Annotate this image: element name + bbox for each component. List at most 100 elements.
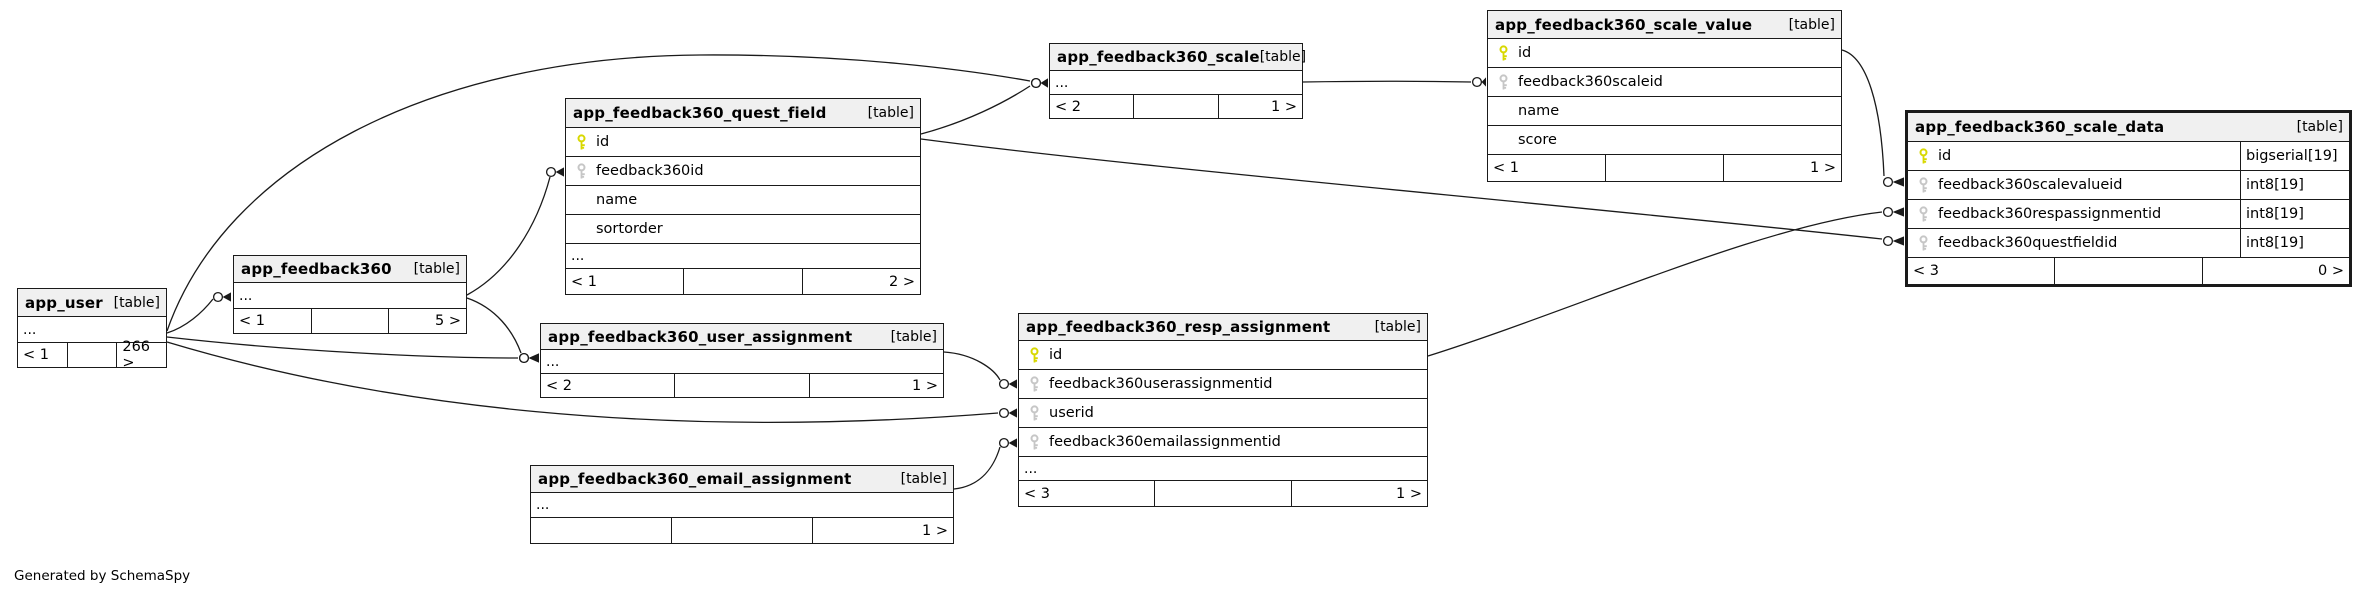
collapsed-columns-row: ... bbox=[566, 244, 920, 269]
table-header[interactable]: app_feedback360_quest_field [table] bbox=[566, 99, 920, 128]
column-row-name: name bbox=[1488, 97, 1841, 126]
table-footer: < 1 5 > bbox=[234, 309, 466, 333]
table-header[interactable]: app_feedback360 [table] bbox=[234, 256, 466, 283]
table-header[interactable]: app_user[table] bbox=[18, 289, 166, 317]
fk-endpoint-marker-app_feedback360 bbox=[212, 291, 231, 303]
table-header[interactable]: app_feedback360_scale_data[table] bbox=[1908, 113, 2349, 142]
table-resp_assignment[interactable]: app_feedback360_resp_assignment[table]id… bbox=[1018, 313, 1428, 507]
parents-count bbox=[531, 518, 671, 543]
parents-count: < 1 bbox=[571, 273, 597, 290]
parents-count: < 1 bbox=[23, 347, 49, 363]
footer-middle-cell bbox=[1133, 95, 1217, 118]
children-count: 1 > bbox=[1217, 95, 1302, 118]
children-count: 5 > bbox=[388, 309, 466, 333]
table-footer: < 2 1 > bbox=[541, 374, 943, 397]
column-name: sortorder bbox=[596, 221, 663, 237]
relationship-edge-app_user-to-app_feedback360_user_assignment bbox=[166, 336, 519, 359]
parents-count: < 2 bbox=[546, 377, 572, 394]
fk-endpoint-marker-app_feedback360_scale bbox=[1030, 77, 1048, 89]
children-count: 2 > bbox=[801, 269, 920, 294]
table-footer: 1 > bbox=[531, 518, 953, 543]
parents-count: < 1 bbox=[239, 313, 265, 329]
table-user_assignment[interactable]: app_feedback360_user_assignment[table]..… bbox=[540, 323, 944, 398]
children-count: 0 > bbox=[2201, 258, 2349, 284]
table-type-tag: [table] bbox=[413, 261, 460, 277]
column-type: int8[19] bbox=[2240, 229, 2349, 257]
column-row-id: id bbox=[1488, 39, 1841, 68]
table-header[interactable]: app_feedback360_scale[table] bbox=[1050, 44, 1306, 71]
table-name: app_feedback360_scale bbox=[1057, 48, 1260, 66]
column-row-feedback360scaleid: feedback360scaleid bbox=[1488, 68, 1841, 97]
relationship-edge-app_feedback360_resp_assignment-to-app_feedback360_scale_data bbox=[1427, 211, 1883, 357]
key-slot bbox=[1488, 73, 1518, 91]
collapsed-columns-row: ... bbox=[541, 350, 943, 374]
table-type-tag: [table] bbox=[1788, 16, 1835, 33]
table-name: app_feedback360_user_assignment bbox=[548, 327, 853, 346]
table-name: app_feedback360_scale_value bbox=[1495, 15, 1753, 34]
fk-endpoint-marker-app_feedback360_scale_value bbox=[1471, 76, 1486, 88]
relationship-edge-app_feedback360_email_assignment-to-app_feedback360_resp_assignment bbox=[953, 446, 1001, 490]
table-name: app_feedback360_resp_assignment bbox=[1026, 318, 1331, 336]
collapsed-columns-row: ... bbox=[1019, 457, 1427, 481]
relationship-edge-app_feedback360_quest_field-to-app_feedback360_scale bbox=[920, 85, 1031, 135]
column-row-feedback360emailassignmentid: feedback360emailassignmentid bbox=[1019, 428, 1427, 457]
footer-middle-cell bbox=[683, 269, 801, 294]
collapsed-columns-row: ... bbox=[234, 283, 466, 309]
parents-count: < 2 bbox=[1055, 98, 1081, 115]
key-slot bbox=[1908, 147, 1938, 165]
column-name: feedback360questfieldid bbox=[1938, 235, 2118, 251]
footer-middle-cell bbox=[1154, 481, 1290, 506]
primary-key-icon bbox=[1030, 346, 1038, 362]
table-quest_field[interactable]: app_feedback360_quest_field [table] id feed… bbox=[565, 98, 921, 295]
table-email_assignment[interactable]: app_feedback360_email_assignment[table].… bbox=[530, 465, 954, 544]
table-header[interactable]: app_feedback360_email_assignment[table] bbox=[531, 466, 953, 493]
key-slot bbox=[1019, 346, 1049, 364]
column-name: feedback360emailassignmentid bbox=[1049, 434, 1281, 450]
column-row-id: id bbox=[566, 128, 920, 157]
table-name: app_feedback360_quest_field bbox=[573, 104, 827, 122]
relationship-edge-app_user-to-app_feedback360 bbox=[166, 298, 214, 334]
fk-endpoint-marker-app_feedback360_scale_data bbox=[1882, 206, 1904, 218]
table-name: app_feedback360 bbox=[241, 260, 392, 278]
collapsed-columns-row: ... bbox=[18, 317, 166, 343]
key-slot bbox=[1488, 44, 1518, 62]
fk-endpoint-marker-app_feedback360_scale_data bbox=[1882, 176, 1904, 188]
table-app_feedback360[interactable]: app_feedback360 [table]... < 1 5 > bbox=[233, 255, 467, 334]
column-name: feedback360respassignmentid bbox=[1938, 206, 2162, 222]
fk-endpoint-marker-app_feedback360_quest_field bbox=[545, 166, 564, 178]
table-header[interactable]: app_feedback360_user_assignment[table] bbox=[541, 324, 943, 350]
relationship-edge-app_feedback360_user_assignment-to-app_feedback360_resp_assignment bbox=[943, 351, 1001, 381]
column-row-feedback360id: feedback360id bbox=[566, 157, 920, 186]
foreign-key-icon bbox=[1030, 375, 1038, 391]
children-count: 1 > bbox=[1723, 155, 1841, 181]
key-slot bbox=[1908, 205, 1938, 223]
key-slot bbox=[1908, 176, 1938, 194]
children-count: 1 > bbox=[812, 518, 953, 543]
column-name: name bbox=[1518, 103, 1560, 119]
relationship-edge-app_feedback360_scale-to-app_feedback360_scale_value bbox=[1302, 80, 1472, 83]
column-name: id bbox=[596, 134, 610, 150]
fk-endpoint-marker-app_feedback360_resp_assignment bbox=[998, 378, 1017, 390]
foreign-key-icon bbox=[1030, 404, 1038, 420]
table-footer: < 2 1 > bbox=[1050, 95, 1302, 118]
table-type-tag: [table] bbox=[113, 294, 160, 311]
footer-middle-cell bbox=[310, 309, 389, 333]
foreign-key-icon bbox=[1919, 176, 1927, 192]
key-slot bbox=[566, 133, 596, 151]
foreign-key-icon bbox=[1919, 205, 1927, 221]
column-name: feedback360id bbox=[596, 163, 704, 179]
children-count: 1 > bbox=[808, 374, 943, 397]
table-header[interactable]: app_feedback360_resp_assignment[table] bbox=[1019, 314, 1427, 341]
table-type-tag: [table] bbox=[867, 105, 914, 121]
table-header[interactable]: app_feedback360_scale_value [table] bbox=[1488, 11, 1841, 39]
schemaspy-credit: Generated by SchemaSpy bbox=[14, 568, 191, 584]
table-name: app_feedback360_email_assignment bbox=[538, 470, 852, 488]
